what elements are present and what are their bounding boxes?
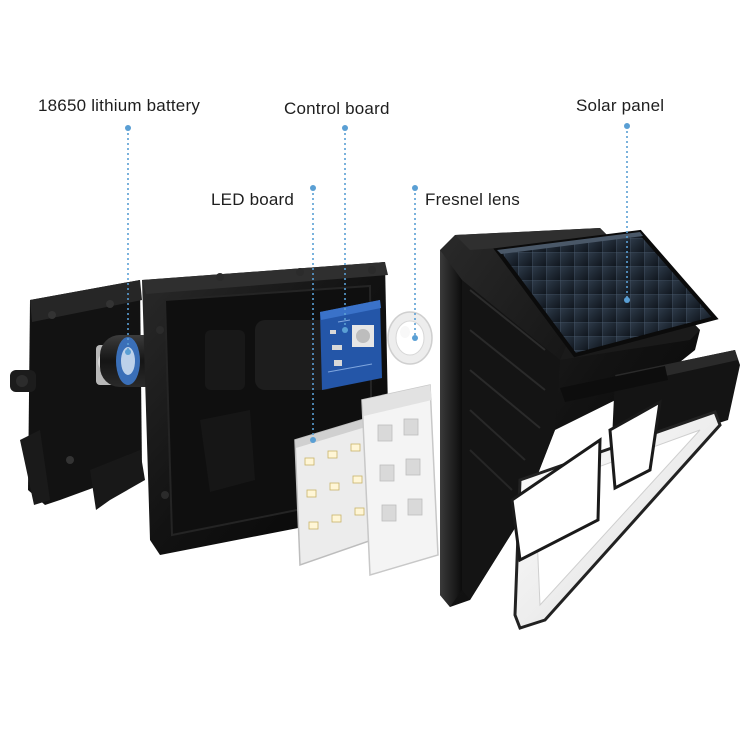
label-led-board: LED board bbox=[211, 190, 295, 209]
front-lens-cover bbox=[510, 399, 722, 630]
label-control-board: Control board bbox=[284, 99, 390, 118]
solar-panel bbox=[493, 229, 719, 358]
control-board bbox=[320, 300, 382, 390]
label-solar-panel: Solar panel bbox=[576, 96, 665, 115]
reflector-frame bbox=[361, 384, 439, 576]
leader-fresnel-lens-start-dot bbox=[412, 185, 418, 191]
leader-led-board-start-dot bbox=[310, 185, 316, 191]
back-plate bbox=[10, 280, 145, 510]
label-fresnel-lens: Fresnel lens bbox=[425, 190, 520, 209]
fresnel-lens bbox=[387, 311, 433, 365]
leader-fresnel-lens-end-dot bbox=[412, 335, 418, 341]
leader-control-board-start-dot bbox=[342, 125, 348, 131]
leader-solar-panel-end-dot bbox=[624, 297, 630, 303]
leader-battery-end-dot bbox=[125, 349, 131, 355]
led-board bbox=[294, 417, 373, 567]
leader-lines bbox=[125, 123, 630, 443]
leader-battery-start-dot bbox=[125, 125, 131, 131]
leader-led-board-end-dot bbox=[310, 437, 316, 443]
leader-control-board-end-dot bbox=[342, 327, 348, 333]
label-battery: 18650 lithium battery bbox=[38, 96, 201, 115]
leader-solar-panel-start-dot bbox=[624, 123, 630, 129]
